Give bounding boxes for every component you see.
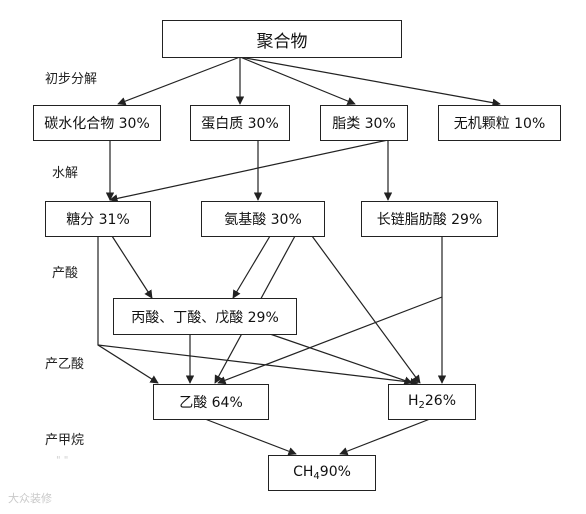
node-inorganic-label: 无机颗粒 10% [453,116,546,132]
node-volatile-fatty-acids: 丙酸、丁酸、戊酸 29% [113,298,297,335]
arrow-sugar-to-vfa [111,235,153,299]
arrow-h2-to-ch4 [339,418,431,456]
arrow-sugar-to-h2 [97,344,419,387]
node-carbohydrate-label: 碳水化合物 30% [44,116,150,132]
watermark: 大众装修 [8,492,52,505]
stage-label-hydrolysis: 水解 [52,166,79,181]
arrow-lipid-to-sugar [109,139,389,203]
node-carbohydrate: 碳水化合物 30% [33,105,161,141]
node-hydrogen: H226% [388,384,476,420]
arrow-amino-to-vfa [232,235,271,299]
faint-dots: " " [56,455,69,466]
arrow-polymer-to-inorganic [239,56,501,107]
node-protein: 蛋白质 30% [190,105,290,141]
node-volatile-fatty-acids-label: 丙酸、丁酸、戊酸 29% [131,309,279,326]
node-hydrogen-label: H226% [407,393,457,411]
stage-label-initial-decomposition: 初步分解 [45,72,98,87]
arrow-polymer-to-lipid [239,56,356,106]
node-amino-acid: 氨基酸 30% [201,201,325,237]
node-polymer: 聚合物 [162,20,402,58]
node-sugar: 糖分 31% [45,201,151,237]
node-acetic-acid: 乙酸 64% [153,384,269,420]
stage-label-acetogenesis: 产乙酸 [45,357,85,372]
node-long-chain-fatty-acid-label: 长链脂肪酸 29% [376,212,483,228]
node-lipid: 脂类 30% [320,105,408,141]
node-amino-acid-label: 氨基酸 30% [224,212,302,228]
arrow-vfa-to-h2 [269,333,413,385]
node-polymer-label: 聚合物 [256,31,308,52]
arrow-acetic-to-ch4 [204,418,297,456]
node-protein-label: 蛋白质 30% [201,116,279,132]
node-methane: CH490% [268,455,376,491]
node-lipid-label: 脂类 30% [332,116,396,132]
stage-label-acidogenesis: 产酸 [52,266,79,281]
node-methane-label: CH490% [293,464,351,482]
arrow-polymer-to-carbohydrate [117,56,241,106]
node-acetic-acid-label: 乙酸 64% [179,395,243,411]
node-long-chain-fatty-acid: 长链脂肪酸 29% [361,201,498,237]
arrow-lcfa-to-acetic [217,296,443,385]
stage-label-methanogenesis: 产甲烷 [45,433,85,448]
arrow-amino-to-h2 [311,235,421,384]
node-inorganic: 无机颗粒 10% [438,105,561,141]
node-sugar-label: 糖分 31% [66,212,130,228]
